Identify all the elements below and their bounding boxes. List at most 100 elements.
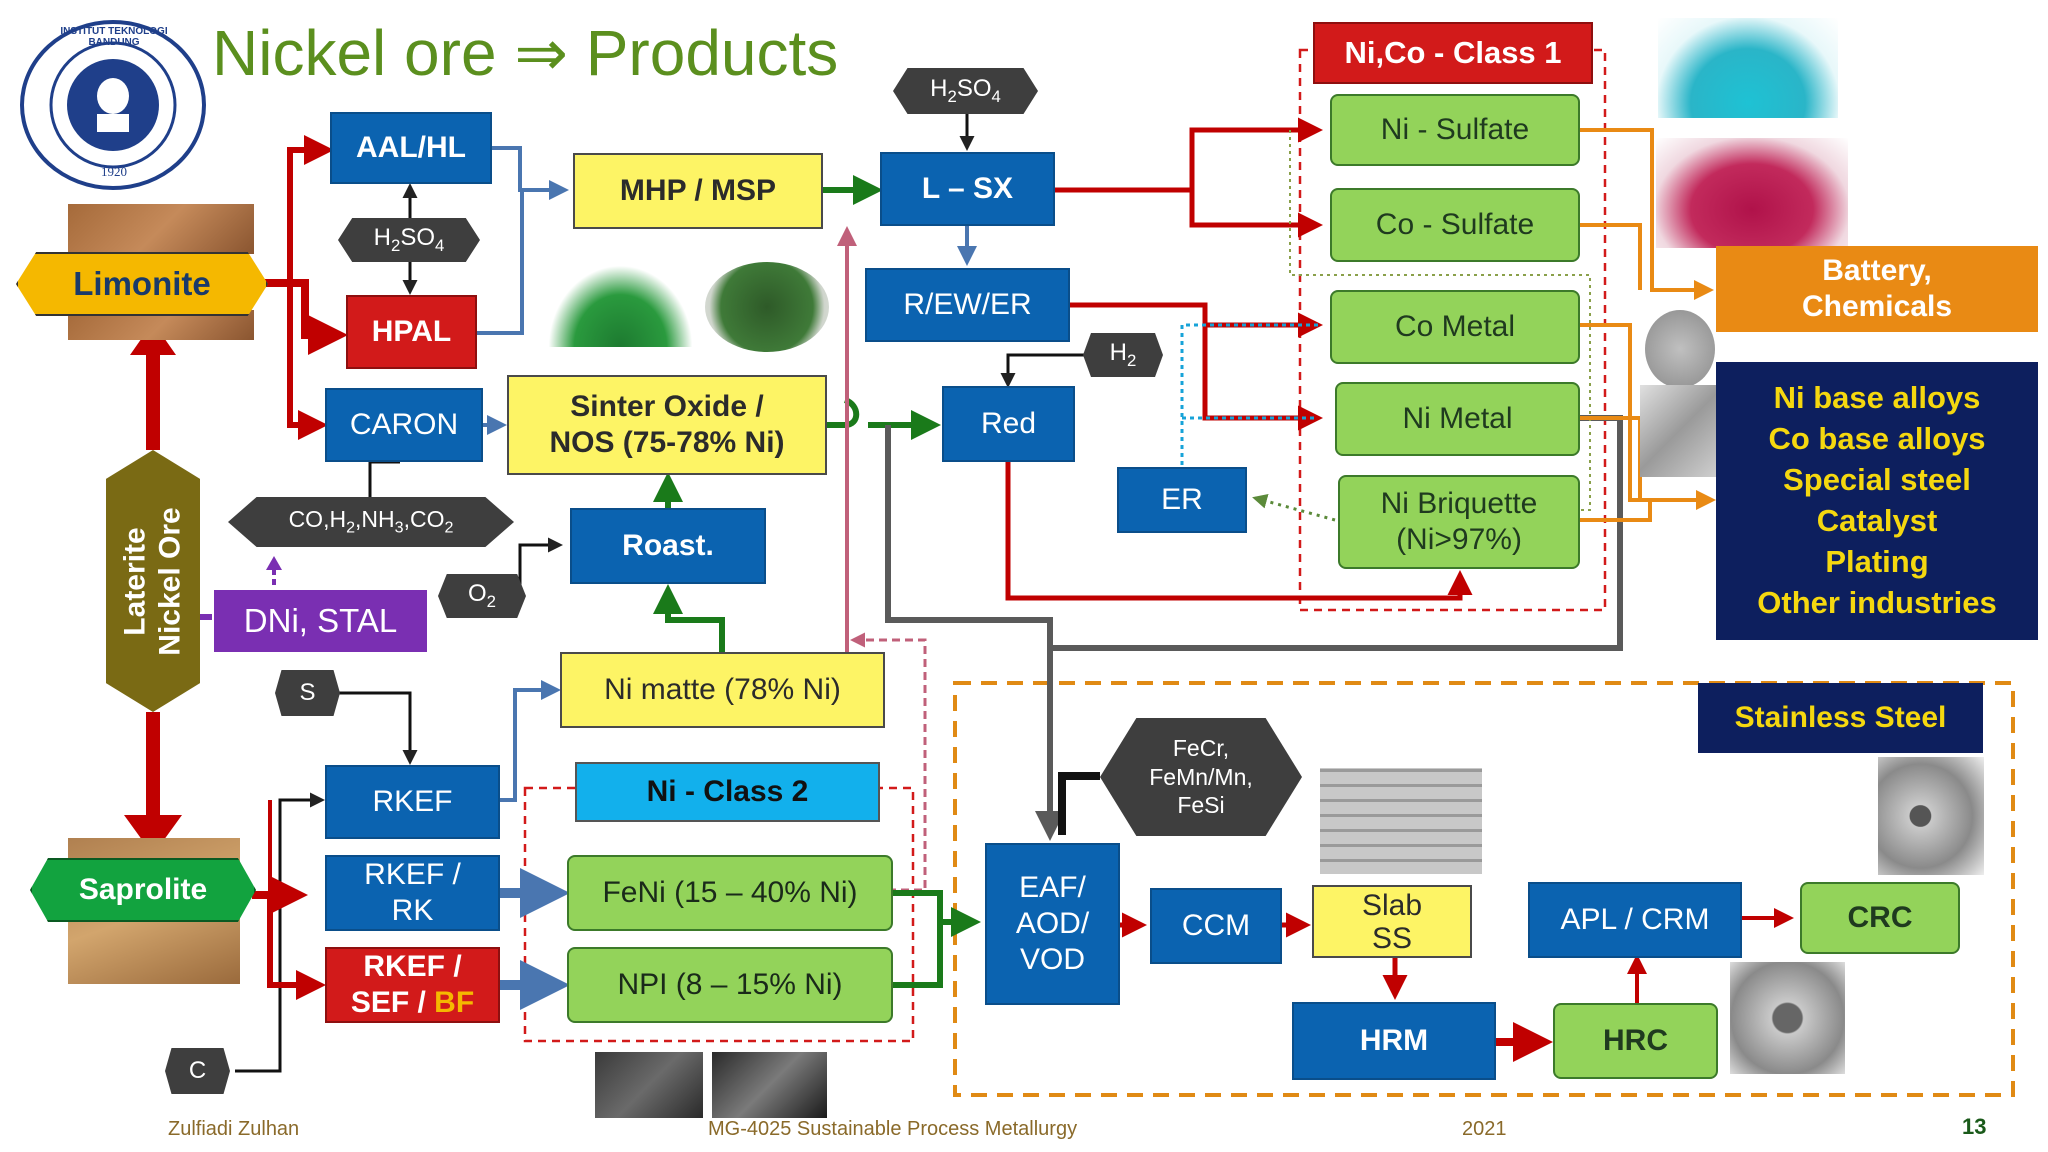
limonite-label: Limonite (73, 265, 211, 302)
class1-label: Ni,Co - Class 1 (1344, 35, 1562, 71)
rkef-node[interactable]: RKEF (325, 765, 500, 839)
ni-matte-node[interactable]: Ni matte (78% Ni) (560, 652, 885, 728)
ni-metal-node[interactable]: Ni Metal (1335, 382, 1580, 456)
nickel-ingot-photo (1640, 385, 1718, 477)
hrm-node[interactable]: HRM (1292, 1002, 1496, 1080)
hrc-label: HRC (1603, 1024, 1668, 1057)
sulfur-label: S (299, 678, 316, 706)
itb-logo: INSTITUT TEKNOLOGI BANDUNG 1920 (20, 20, 206, 190)
limonite-ore-photo (68, 204, 254, 254)
battery-chemicals-node[interactable]: Battery, Chemicals (1716, 246, 2038, 332)
ni-class2-header: Ni - Class 2 (575, 762, 880, 822)
mhp-powder-photo (548, 265, 693, 347)
ni-briquette-node[interactable]: Ni Briquette (Ni>97%) (1338, 475, 1580, 569)
apl-crm-node[interactable]: APL / CRM (1528, 882, 1742, 958)
ccm-label: CCM (1181, 909, 1251, 942)
rkef-label: RKEF (372, 785, 453, 818)
sinter-oxide-label: Sinter Oxide / (570, 390, 764, 423)
l-sx-label: L – SX (921, 172, 1014, 205)
reducing-gases-label: CO,H2,NH3,CO2 (288, 506, 454, 537)
caron-label: CARON (349, 408, 459, 441)
co-sulfate-label: Co - Sulfate (1375, 208, 1535, 241)
sulfur-reagent: S (275, 670, 340, 716)
ni-sulfate-node[interactable]: Ni - Sulfate (1330, 94, 1580, 166)
crc-node[interactable]: CRC (1800, 882, 1960, 954)
ganesha-emblem-icon (49, 41, 177, 169)
ss-label: SS (1371, 921, 1413, 955)
mhp-msp-node[interactable]: MHP / MSP (573, 153, 823, 229)
logo-text: INSTITUT TEKNOLOGI BANDUNG (60, 26, 168, 48)
ni-metal-label: Ni Metal (1402, 402, 1513, 435)
r-ew-er-node[interactable]: R/EW/ER (865, 268, 1070, 342)
ferroalloys-reagent: FeCr, FeMn/Mn, FeSi (1100, 718, 1302, 836)
co-sulfate-node[interactable]: Co - Sulfate (1330, 188, 1580, 262)
feni-label: FeNi (15 – 40% Ni) (602, 876, 858, 909)
saprolite-node[interactable]: Saprolite (30, 858, 256, 922)
femn-label: FeMn/Mn, (1149, 763, 1253, 790)
hrc-node[interactable]: HRC (1553, 1003, 1718, 1079)
co-metal-node[interactable]: Co Metal (1330, 290, 1580, 364)
rkef-sef-bf-node[interactable]: RKEF / SEF / BF (325, 947, 500, 1023)
nickel-ore-label: Nickel Ore (153, 506, 187, 656)
rkef-rk-label-2: RK (391, 894, 434, 927)
chemicals-label: Chemicals (1801, 290, 1953, 323)
use-ni-base-alloys: Ni base alloys (1773, 380, 1981, 416)
roast-node[interactable]: Roast. (570, 508, 766, 584)
fecr-label: FeCr, (1172, 734, 1230, 761)
eaf-aod-vod-node[interactable]: EAF/ AOD/ VOD (985, 843, 1120, 1005)
caron-node[interactable]: CARON (325, 388, 483, 462)
roast-label: Roast. (622, 529, 714, 562)
rkef-sef-label-2: SEF / BF (350, 986, 475, 1019)
dni-stal-node[interactable]: DNi, STAL (214, 590, 427, 652)
use-co-base-alloys: Co base alloys (1768, 421, 1986, 457)
er-node[interactable]: ER (1117, 467, 1247, 533)
eaf-label: EAF/ (1019, 871, 1086, 904)
h2-label: H2 (1109, 339, 1137, 370)
steel-coil-photo-bottom (1730, 962, 1845, 1074)
use-plating: Plating (1825, 543, 1929, 579)
page-title: Nickel ore ⇒ Products (212, 17, 839, 89)
l-sx-node[interactable]: L – SX (880, 152, 1055, 226)
h2so4-left-reagent: H2SO4 (338, 218, 480, 262)
carbon-label: C (188, 1056, 207, 1084)
feni-node[interactable]: FeNi (15 – 40% Ni) (567, 855, 893, 931)
use-other-industries: Other industries (1757, 584, 1997, 620)
class1-header: Ni,Co - Class 1 (1313, 22, 1593, 84)
co-sulfate-crystals-photo (1656, 138, 1848, 248)
cobalt-coin-photo (1645, 310, 1715, 388)
h2so4-top-label: H2SO4 (930, 75, 1001, 106)
sinter-oxide-node[interactable]: Sinter Oxide / NOS (75-78% Ni) (507, 375, 827, 475)
laterite-nickel-ore-node[interactable]: Laterite Nickel Ore (106, 450, 200, 712)
hpal-label: HPAL (371, 315, 452, 348)
carbon-reagent: C (165, 1048, 230, 1094)
ccm-node[interactable]: CCM (1150, 888, 1282, 964)
dni-stal-label: DNi, STAL (243, 602, 398, 640)
npi-node[interactable]: NPI (8 – 15% Ni) (567, 947, 893, 1023)
footer-author: Zulfiadi Zulhan (168, 1118, 300, 1140)
page-number: 13 (1962, 1114, 1987, 1139)
end-uses-node[interactable]: Ni base alloys Co base alloys Special st… (1716, 362, 2038, 640)
footer-course: MG-4025 Sustainable Process Metallurgy (708, 1118, 1078, 1140)
battery-label: Battery, (1822, 254, 1932, 287)
ni-sulfate-crystals-photo (1658, 18, 1838, 118)
npi-label: NPI (8 – 15% Ni) (617, 968, 843, 1001)
limonite-node[interactable]: Limonite (16, 252, 268, 316)
feni-nuggets-photo (595, 1052, 703, 1118)
o2-reagent: O2 (438, 574, 526, 618)
aal-hl-node[interactable]: AAL/HL (330, 112, 492, 184)
slab-ss-node[interactable]: Slab SS (1312, 885, 1472, 958)
rkef-rk-node[interactable]: RKEF / RK (325, 855, 500, 931)
ni-briquette-label: Ni Briquette (1380, 487, 1538, 520)
stainless-frame (953, 681, 2015, 1097)
hpal-node[interactable]: HPAL (346, 295, 477, 369)
rkef-sef-label-1: RKEF / (363, 950, 462, 983)
red-node[interactable]: Red (942, 386, 1075, 462)
h2-reagent: H2 (1083, 333, 1163, 377)
npi-chunks-photo (712, 1052, 827, 1118)
red-label: Red (980, 407, 1037, 440)
bf-label: BF (434, 986, 475, 1019)
fesi-label: FeSi (1177, 792, 1225, 819)
o2-label: O2 (467, 580, 496, 611)
vod-label: VOD (1019, 943, 1085, 976)
